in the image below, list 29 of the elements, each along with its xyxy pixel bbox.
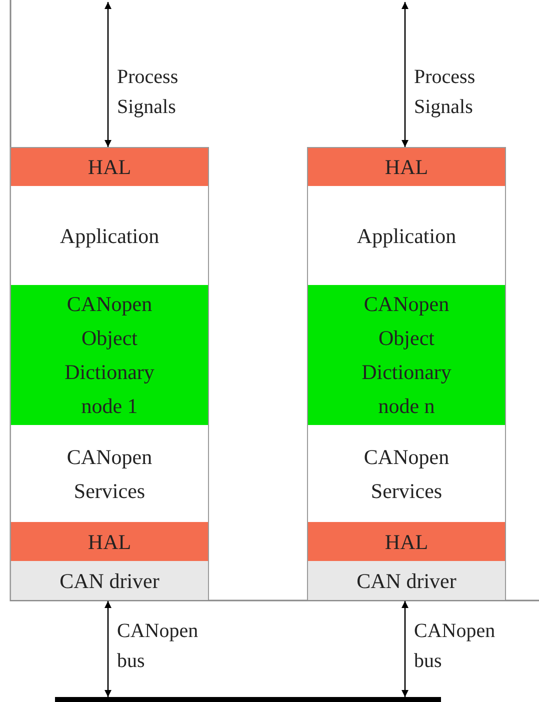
application-layer [10,186,209,285]
layer-label: CANopen Object Dictionary node 1 [64,291,156,420]
hal-layer [307,522,506,561]
layer-label: Application [60,222,160,250]
double-arrow [402,601,408,697]
bus-bar [55,697,441,702]
hal-layer [307,147,506,186]
object-dictionary-layer [10,285,209,425]
services-layer [307,425,506,522]
layer-label: CAN driver [60,568,160,594]
layer-label: CAN driver [356,568,456,594]
application-layer [307,186,506,285]
layer-label: HAL [384,154,428,181]
layer-label: HAL [384,528,428,556]
layer-label: Application [356,222,456,250]
double-arrow [104,601,112,697]
driver-layer [307,561,506,600]
double-arrow [402,2,408,147]
services-layer [10,425,209,522]
driver-layer [10,561,209,600]
object-dictionary-layer [307,285,506,425]
layer-label: CANopen Services [66,444,154,504]
hal-layer [10,522,209,561]
double-arrow [104,2,112,147]
hal-layer [10,147,209,186]
layer-label: HAL [88,154,132,181]
layer-label: CANopen Services [362,444,450,504]
layer-label: HAL [88,528,132,556]
layer-label: CANopen Object Dictionary node n [360,291,452,420]
